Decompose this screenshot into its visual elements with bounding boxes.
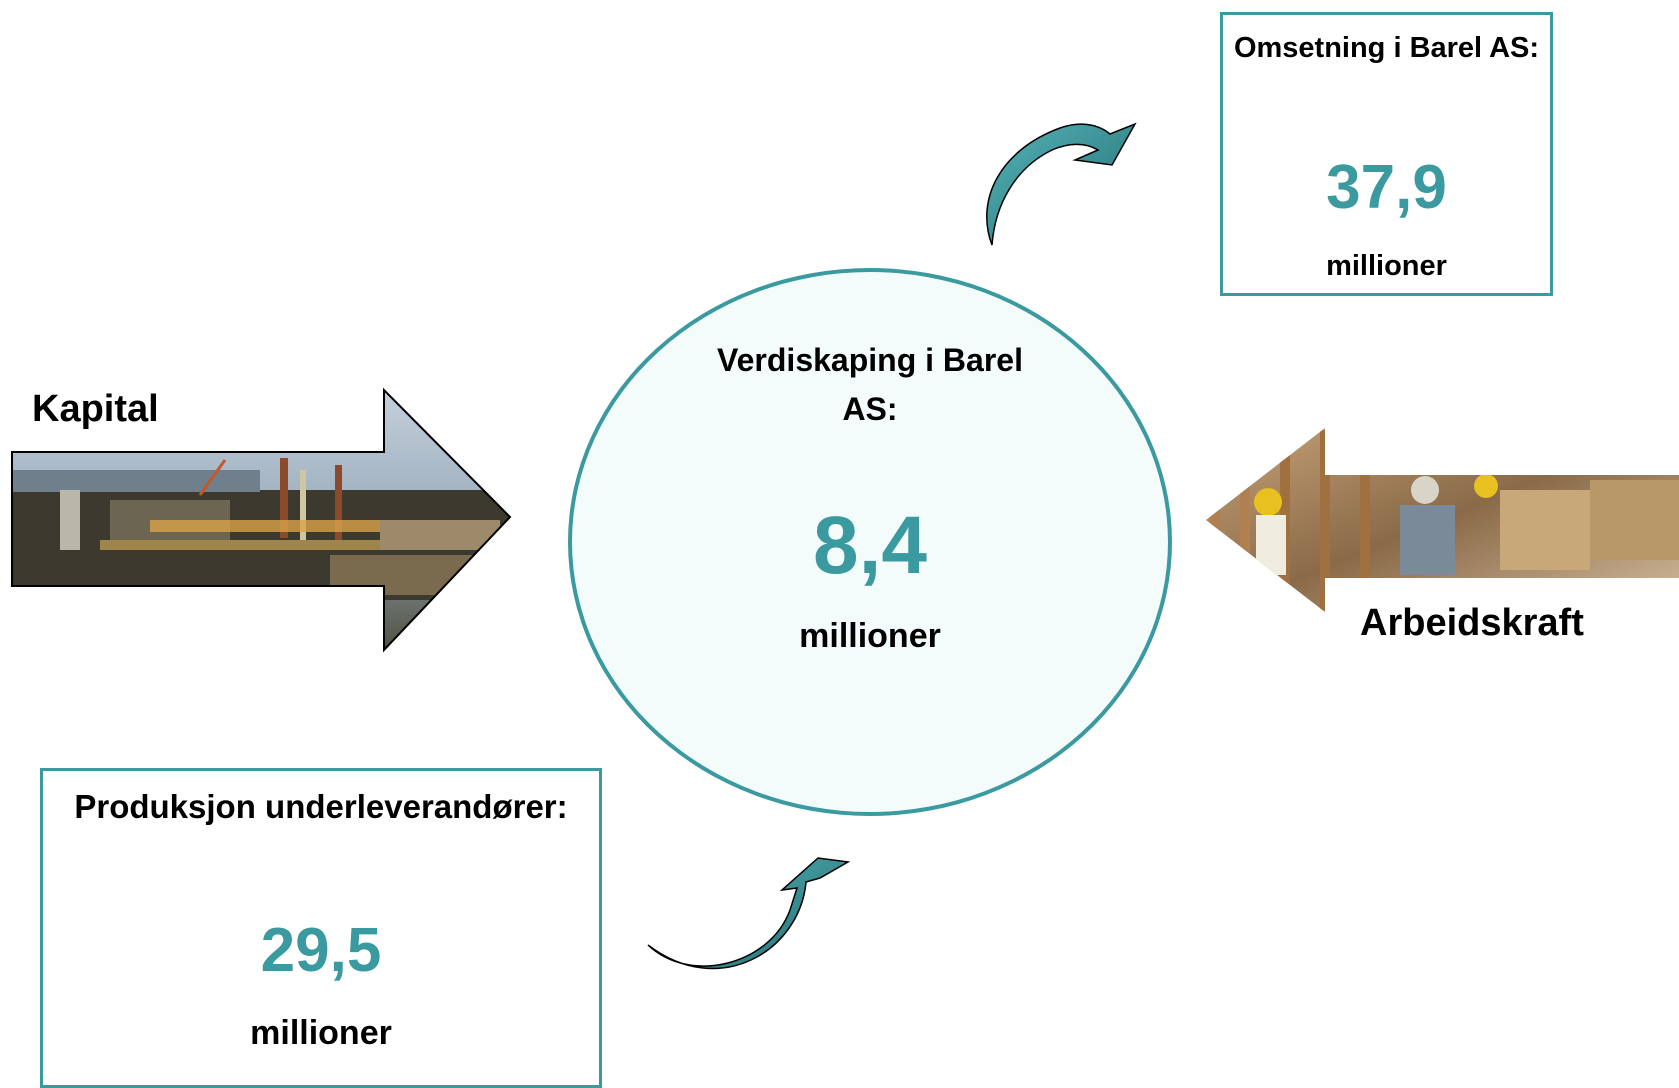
verdiskaping-circle [568, 268, 1172, 816]
circle-value: 8,4 [813, 500, 927, 591]
curved-arrow-bottom [647, 857, 851, 970]
arbeidskraft-label: Arbeidskraft [1360, 602, 1584, 644]
curved-arrow-up-right [986, 122, 1137, 246]
omsetning-box [1220, 12, 1553, 296]
arbeidskraft-arrow [1206, 428, 1679, 612]
circle-title: Verdiskaping i Barel AS: [717, 342, 1023, 427]
produksjon-value: 29,5 [260, 916, 382, 985]
produksjon-title: Produksjon underleverandører: [74, 788, 568, 825]
omsetning-value: 37,9 [1326, 153, 1447, 222]
diagram-graphics [11, 122, 1679, 970]
omsetning-title: Omsetning i Barel AS: [1233, 32, 1540, 64]
omsetning-unit: millioner [1326, 250, 1447, 282]
circle-unit: millioner [799, 617, 941, 655]
produksjon-unit: millioner [250, 1014, 392, 1052]
kapital-label: Kapital [32, 388, 159, 430]
produksjon-box [40, 768, 602, 1088]
